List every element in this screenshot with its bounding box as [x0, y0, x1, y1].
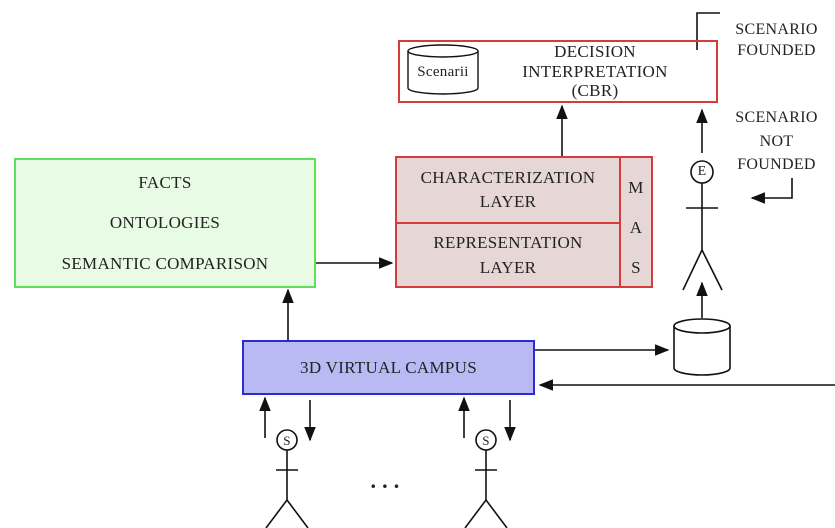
scenarii-database-icon: [407, 44, 479, 95]
expert-label: E: [697, 164, 707, 179]
scenario-not-founded-line2: NOT: [759, 133, 794, 150]
expert-figure-icon: [682, 160, 723, 291]
scenario-not-founded-line1: SCENARIO: [735, 109, 818, 126]
founded-bracket: [696, 12, 720, 50]
not-founded-bracket: [750, 178, 793, 204]
scenario-founded-line1: SCENARIO: [735, 21, 818, 38]
representation-line2: LAYER: [479, 258, 537, 277]
characterization-line2: LAYER: [479, 192, 537, 211]
student-label-1: S: [283, 433, 291, 448]
mas-letter-a: A: [629, 218, 643, 237]
virtual-campus-label: 3D VIRTUAL CAMPUS: [300, 358, 477, 377]
scenario-not-founded-line3: FOUNDED: [737, 156, 816, 173]
actors-ellipsis: . . .: [370, 468, 400, 493]
virtual-campus-box: [242, 340, 535, 395]
mas-letter-m: M: [628, 178, 644, 197]
facts-ontologies-box: [14, 158, 316, 288]
representation-layer-box: [395, 222, 621, 288]
representation-line1: REPRESENTATION: [433, 233, 583, 252]
facts-label: FACTS: [138, 173, 192, 192]
student-figure-icon: [464, 429, 508, 528]
ontologies-label: ONTOLOGIES: [109, 213, 221, 232]
mas-box: [619, 156, 653, 288]
student-figure-icon: [265, 429, 309, 528]
database-cylinder-icon: [673, 318, 731, 376]
scenario-founded-line2: FOUNDED: [737, 42, 816, 59]
mas-letter-s: S: [631, 258, 641, 277]
student-label-2: S: [482, 433, 490, 448]
decision-title-line2: INTERPRETATION: [522, 62, 668, 81]
decision-interpretation-box: [398, 40, 718, 103]
characterization-line1: CHARACTERIZATION: [420, 168, 596, 187]
scenarii-label: Scenarii: [417, 64, 469, 80]
semantic-comparison-label: SEMANTIC COMPARISON: [61, 254, 269, 273]
characterization-layer-box: [395, 156, 621, 224]
decision-title-line3: (CBR): [571, 81, 619, 100]
decision-title-line1: DECISION: [554, 42, 636, 61]
